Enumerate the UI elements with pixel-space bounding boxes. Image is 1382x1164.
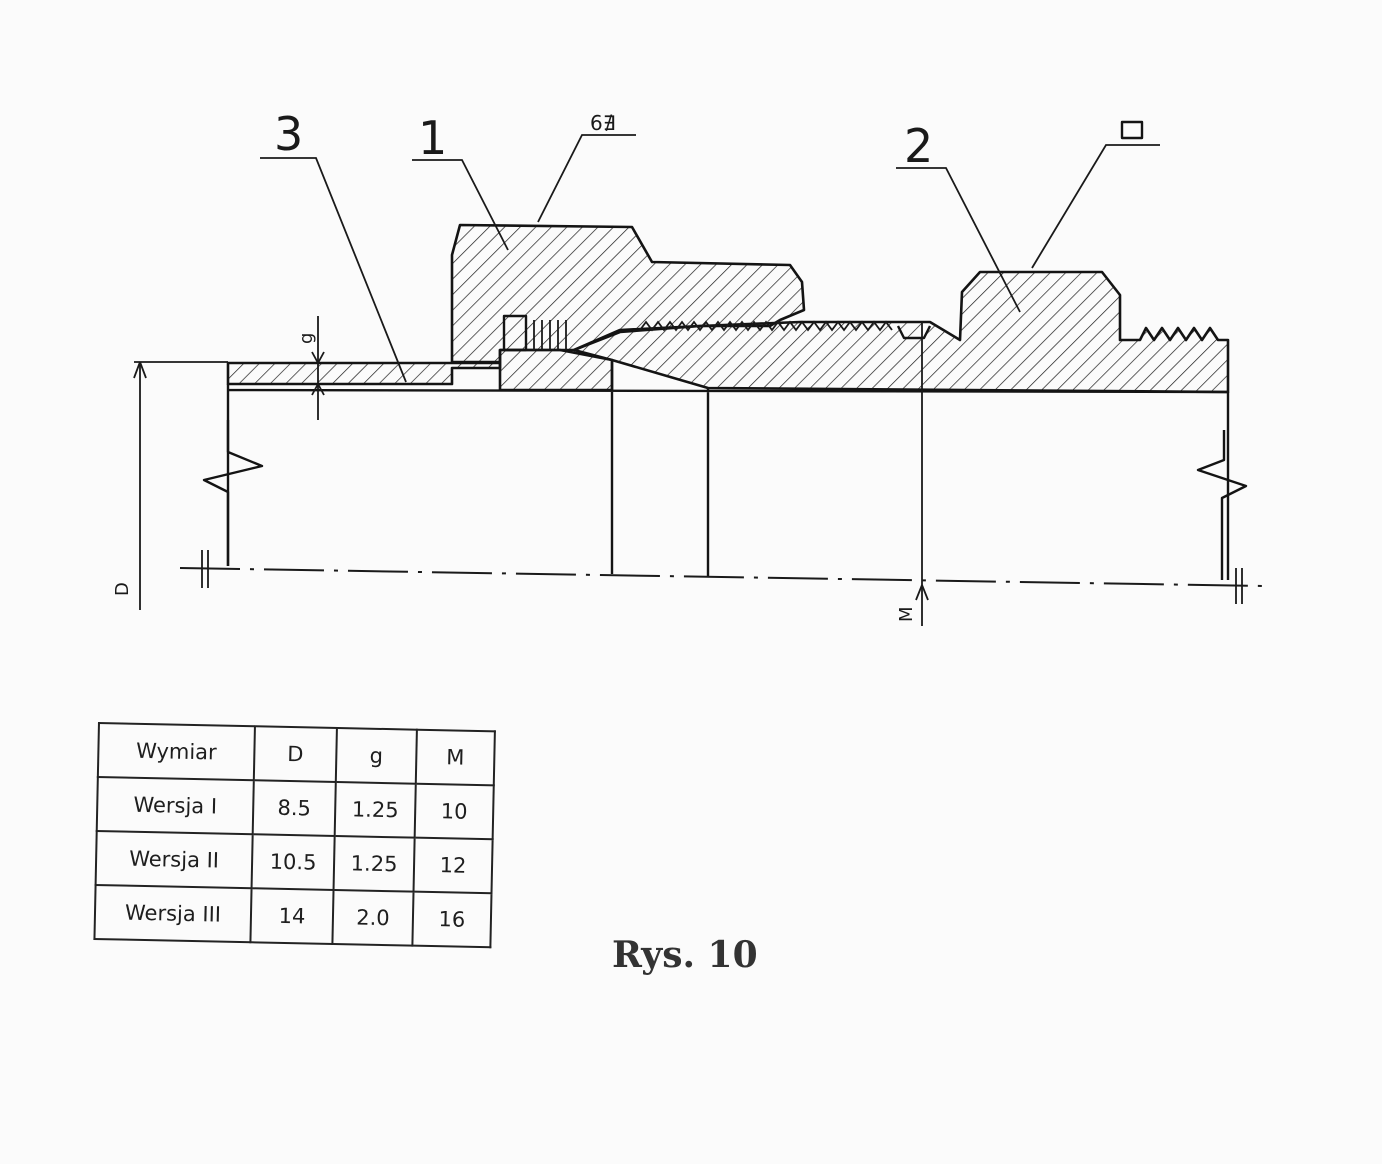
dimension-D-line (134, 361, 228, 610)
figure-caption: Rys. 10 (612, 934, 758, 976)
break-line-right (1196, 430, 1248, 580)
table-cell: 8.5 (252, 780, 336, 836)
table-cell: 2.0 (332, 889, 414, 946)
part-label-2: 2 (904, 119, 933, 173)
table-cell: 10.5 (251, 834, 335, 890)
thread-relief (896, 325, 932, 340)
table-row: Wersja II 10.5 1.25 12 (95, 830, 493, 894)
square-symbol (1120, 120, 1144, 140)
thread-teeth (639, 320, 893, 332)
dimension-M-label: M (896, 606, 917, 622)
leader-part-3 (260, 157, 407, 383)
part-label-3: 3 (274, 107, 303, 161)
table-cell: Wersja II (95, 830, 253, 889)
part-label-1: 1 (418, 111, 447, 165)
table-cell: 10 (414, 783, 494, 840)
table-header-cell: D (253, 726, 337, 782)
leader-part-2 (896, 167, 1021, 313)
part-3-tube (226, 361, 502, 386)
dimension-D-label: D (112, 582, 133, 596)
table-cell: 16 (412, 891, 492, 948)
dimension-D-arrow (133, 361, 147, 379)
table-cell: 1.25 (334, 781, 416, 838)
break-line-left (202, 420, 264, 566)
center-line (179, 567, 1263, 587)
table-row: Wersja I 8.5 1.25 10 (96, 777, 494, 840)
table-cell: 12 (413, 837, 493, 894)
table-cell: Wersja I (96, 777, 254, 835)
table-cell: 14 (250, 888, 334, 944)
table-header-row: Wymiar D g M (97, 723, 495, 786)
cutting-ring (502, 314, 528, 352)
table-header-cell: Wymiar (97, 723, 255, 781)
table-cell: 1.25 (333, 835, 415, 892)
centerline-tick-left (201, 550, 209, 588)
table-header-cell: M (415, 729, 495, 786)
dimension-g-arrows (311, 351, 325, 396)
table-header-cell: g (335, 728, 417, 784)
bore-outline (226, 360, 1230, 580)
dimension-g-label: g (296, 333, 317, 344)
ring-grooves (533, 320, 567, 350)
dimension-M-arrow (915, 584, 929, 601)
leader-square (1031, 144, 1160, 269)
hex-symbol: 6∄ (590, 111, 615, 135)
leader-part-1 (412, 159, 509, 251)
dimension-table: Wymiar D g M Wersja I 8.5 1.25 10 Wersja… (93, 722, 495, 948)
centerline-tick-right (1235, 568, 1243, 604)
leader-hex (537, 134, 636, 223)
table-cell: Wersja III (94, 884, 252, 943)
table-row: Wersja III 14 2.0 16 (94, 884, 492, 948)
